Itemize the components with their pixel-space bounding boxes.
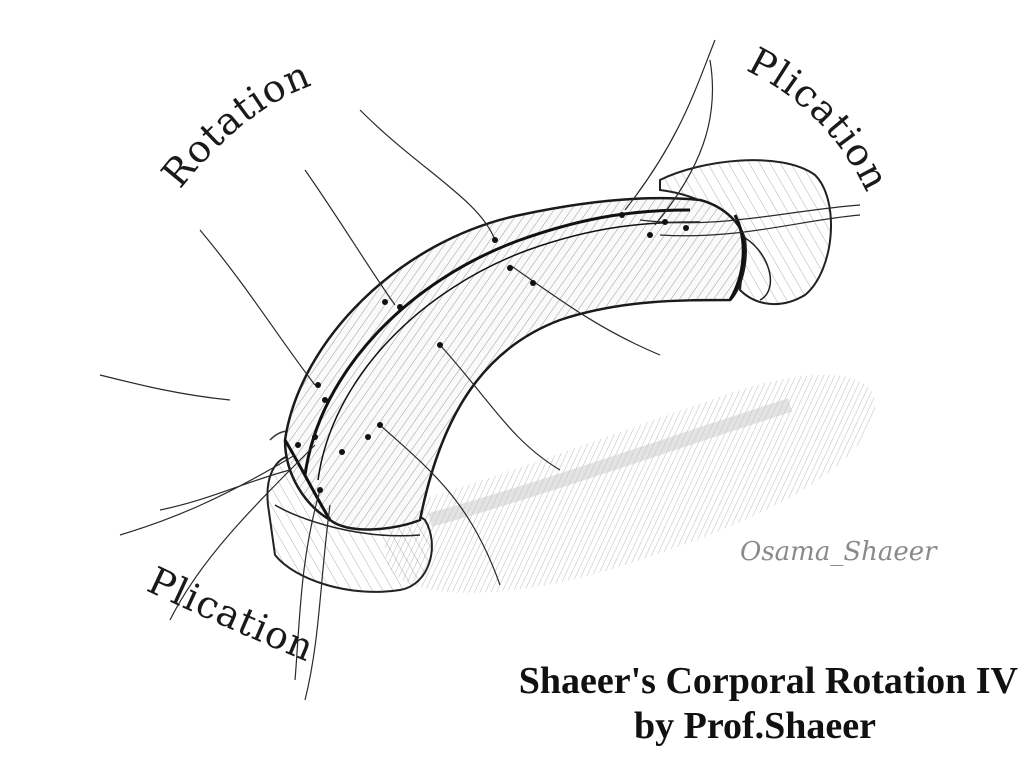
label-plication-bottom: Plication <box>141 558 321 670</box>
title-line-2: by Prof.Shaeer <box>634 705 876 747</box>
artist-signature: Osama_Shaeer <box>740 537 938 567</box>
label-rotation: Rotation <box>153 52 317 195</box>
corpora-body <box>283 196 747 531</box>
sutures <box>99 39 861 701</box>
title-line-1: Shaeer's Corporal Rotation IV <box>519 660 1019 702</box>
cast-shadow <box>384 374 876 593</box>
suture-knots <box>295 212 689 493</box>
